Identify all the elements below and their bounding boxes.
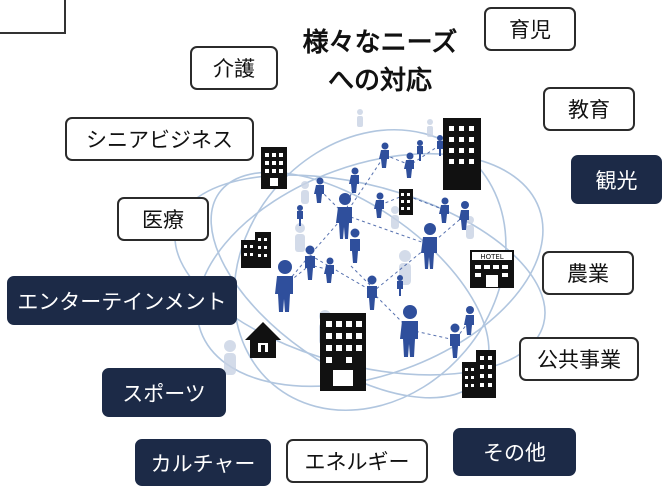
- building-icon: [399, 189, 413, 215]
- person: [404, 152, 414, 178]
- tag-iryo: 医療: [117, 197, 209, 241]
- person: [336, 193, 352, 239]
- person: [349, 167, 359, 193]
- tag-ikuji: 育児: [484, 7, 576, 51]
- person: [275, 260, 293, 312]
- connection-line: [344, 144, 441, 216]
- buildings: HOTEL: [241, 118, 514, 398]
- house-icon: [245, 322, 281, 358]
- connection-line: [409, 319, 471, 341]
- person: [379, 142, 389, 168]
- person: [314, 177, 324, 203]
- diagram-title: 様々なニーズ への対応: [285, 24, 475, 100]
- person: [297, 205, 303, 226]
- person: [397, 275, 403, 296]
- person: [417, 140, 423, 161]
- person: [374, 192, 384, 218]
- person: [350, 228, 360, 263]
- person: [459, 201, 469, 230]
- title-line-1: 様々なニーズ: [302, 28, 458, 58]
- tag-kokyo-jigyo: 公共事業: [519, 337, 639, 381]
- people: [275, 135, 474, 358]
- tag-kaigo: 介護: [190, 46, 278, 90]
- tag-energy: エネルギー: [286, 439, 428, 483]
- background-person: [391, 206, 399, 229]
- person: [367, 275, 377, 310]
- tag-sonota: その他: [453, 428, 576, 476]
- background-person: [357, 109, 363, 127]
- person: [324, 257, 334, 283]
- person: [439, 197, 449, 223]
- orbit-ring: [196, 152, 544, 388]
- building-cluster-icon: [462, 350, 496, 398]
- tag-kyoiku: 教育: [543, 87, 635, 131]
- background-person: [301, 181, 309, 204]
- hotel-sign-text: HOTEL: [480, 253, 503, 261]
- office-tower-icon: [443, 118, 481, 190]
- hotel-icon: HOTEL: [470, 250, 514, 288]
- building-icon: [261, 147, 287, 189]
- background-person: [295, 223, 305, 252]
- connection-line: [349, 244, 431, 291]
- office-building-icon: [320, 313, 366, 391]
- person: [464, 306, 474, 335]
- connection-line: [344, 214, 466, 246]
- person: [437, 135, 443, 156]
- person: [305, 245, 315, 280]
- background-person: [427, 119, 433, 137]
- tag-nogyo: 農業: [542, 251, 634, 295]
- person: [450, 323, 460, 358]
- person: [421, 223, 437, 269]
- connection-lines: [284, 144, 471, 341]
- connection-line: [284, 214, 346, 286]
- building-cluster-icon: [241, 232, 271, 268]
- tag-culture: カルチャー: [135, 439, 271, 486]
- corner-frame: [0, 0, 66, 34]
- person: [400, 305, 418, 357]
- title-line-2: への対応: [327, 66, 432, 96]
- tag-entertainment: エンターテインメント: [7, 276, 237, 325]
- tag-senior-business: シニアビジネス: [65, 117, 254, 161]
- background-person: [224, 340, 236, 375]
- tag-sports: スポーツ: [102, 368, 226, 417]
- tag-kanko: 観光: [571, 155, 662, 204]
